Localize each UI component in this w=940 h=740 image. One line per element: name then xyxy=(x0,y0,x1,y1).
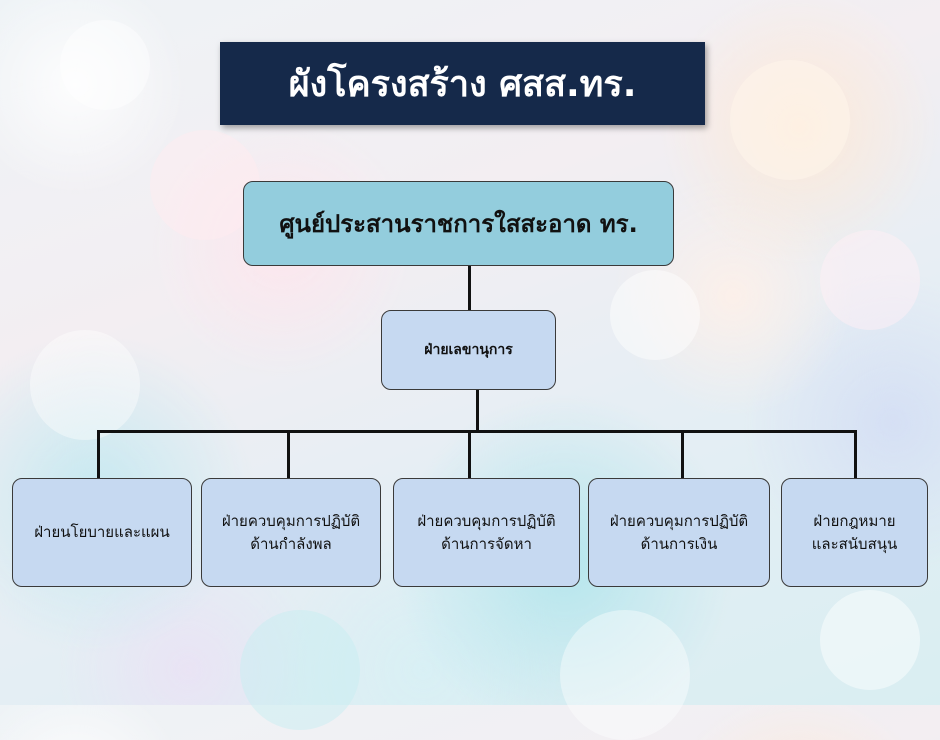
connector-to-division-4 xyxy=(681,430,684,478)
division-label-line2: และสนับสนุน xyxy=(811,534,898,553)
org-node-head: ศูนย์ประสานราชการใสสะอาด ทร. xyxy=(243,181,674,266)
background-bokeh xyxy=(820,230,920,330)
connector-to-division-1 xyxy=(97,430,100,478)
connector-top-to-secretariat xyxy=(468,266,471,310)
org-node-division-legal: ฝ่ายกฎหมาย และสนับสนุน xyxy=(781,478,928,587)
division-label-line1: ฝ่ายควบคุมการปฏิบัติ xyxy=(609,512,749,530)
org-node-head-label: ศูนย์ประสานราชการใสสะอาด ทร. xyxy=(279,210,638,238)
page-title-banner: ผังโครงสร้าง ศสส.ทร. xyxy=(220,42,705,125)
background-bokeh xyxy=(560,610,690,740)
background-bokeh xyxy=(240,610,360,730)
background-bokeh xyxy=(610,270,700,360)
background-bokeh xyxy=(60,20,150,110)
division-label-line1: ฝ่ายนโยบายและแผน xyxy=(34,523,170,542)
background-bokeh xyxy=(30,330,140,440)
connector-to-division-3 xyxy=(468,430,471,478)
background-bokeh xyxy=(730,60,850,180)
connector-horizontal-bar xyxy=(97,430,857,433)
org-node-division-policy: ฝ่ายนโยบายและแผน xyxy=(12,478,192,587)
background-bokeh xyxy=(820,590,920,690)
division-label-line2: ด้านการเงิน xyxy=(640,534,718,553)
org-node-secretariat: ฝ่ายเลขานุการ xyxy=(381,310,556,390)
org-node-division-procurement: ฝ่ายควบคุมการปฏิบัติ ด้านการจัดหา xyxy=(393,478,580,587)
division-label-line2: ด้านกำลังพล xyxy=(250,534,332,553)
connector-to-division-5 xyxy=(854,430,857,478)
connector-secretariat-down xyxy=(476,390,479,431)
org-node-division-finance: ฝ่ายควบคุมการปฏิบัติ ด้านการเงิน xyxy=(588,478,770,587)
division-label-line2: ด้านการจัดหา xyxy=(441,534,532,553)
connector-to-division-2 xyxy=(287,430,290,478)
page-title: ผังโครงสร้าง ศสส.ทร. xyxy=(288,64,637,105)
org-node-division-personnel: ฝ่ายควบคุมการปฏิบัติ ด้านกำลังพล xyxy=(201,478,381,587)
org-node-secretariat-label: ฝ่ายเลขานุการ xyxy=(424,342,513,358)
division-label-line1: ฝ่ายควบคุมการปฏิบัติ xyxy=(417,512,556,530)
division-label-line1: ฝ่ายกฎหมาย xyxy=(813,512,896,530)
division-label-line1: ฝ่ายควบคุมการปฏิบัติ xyxy=(221,512,361,530)
